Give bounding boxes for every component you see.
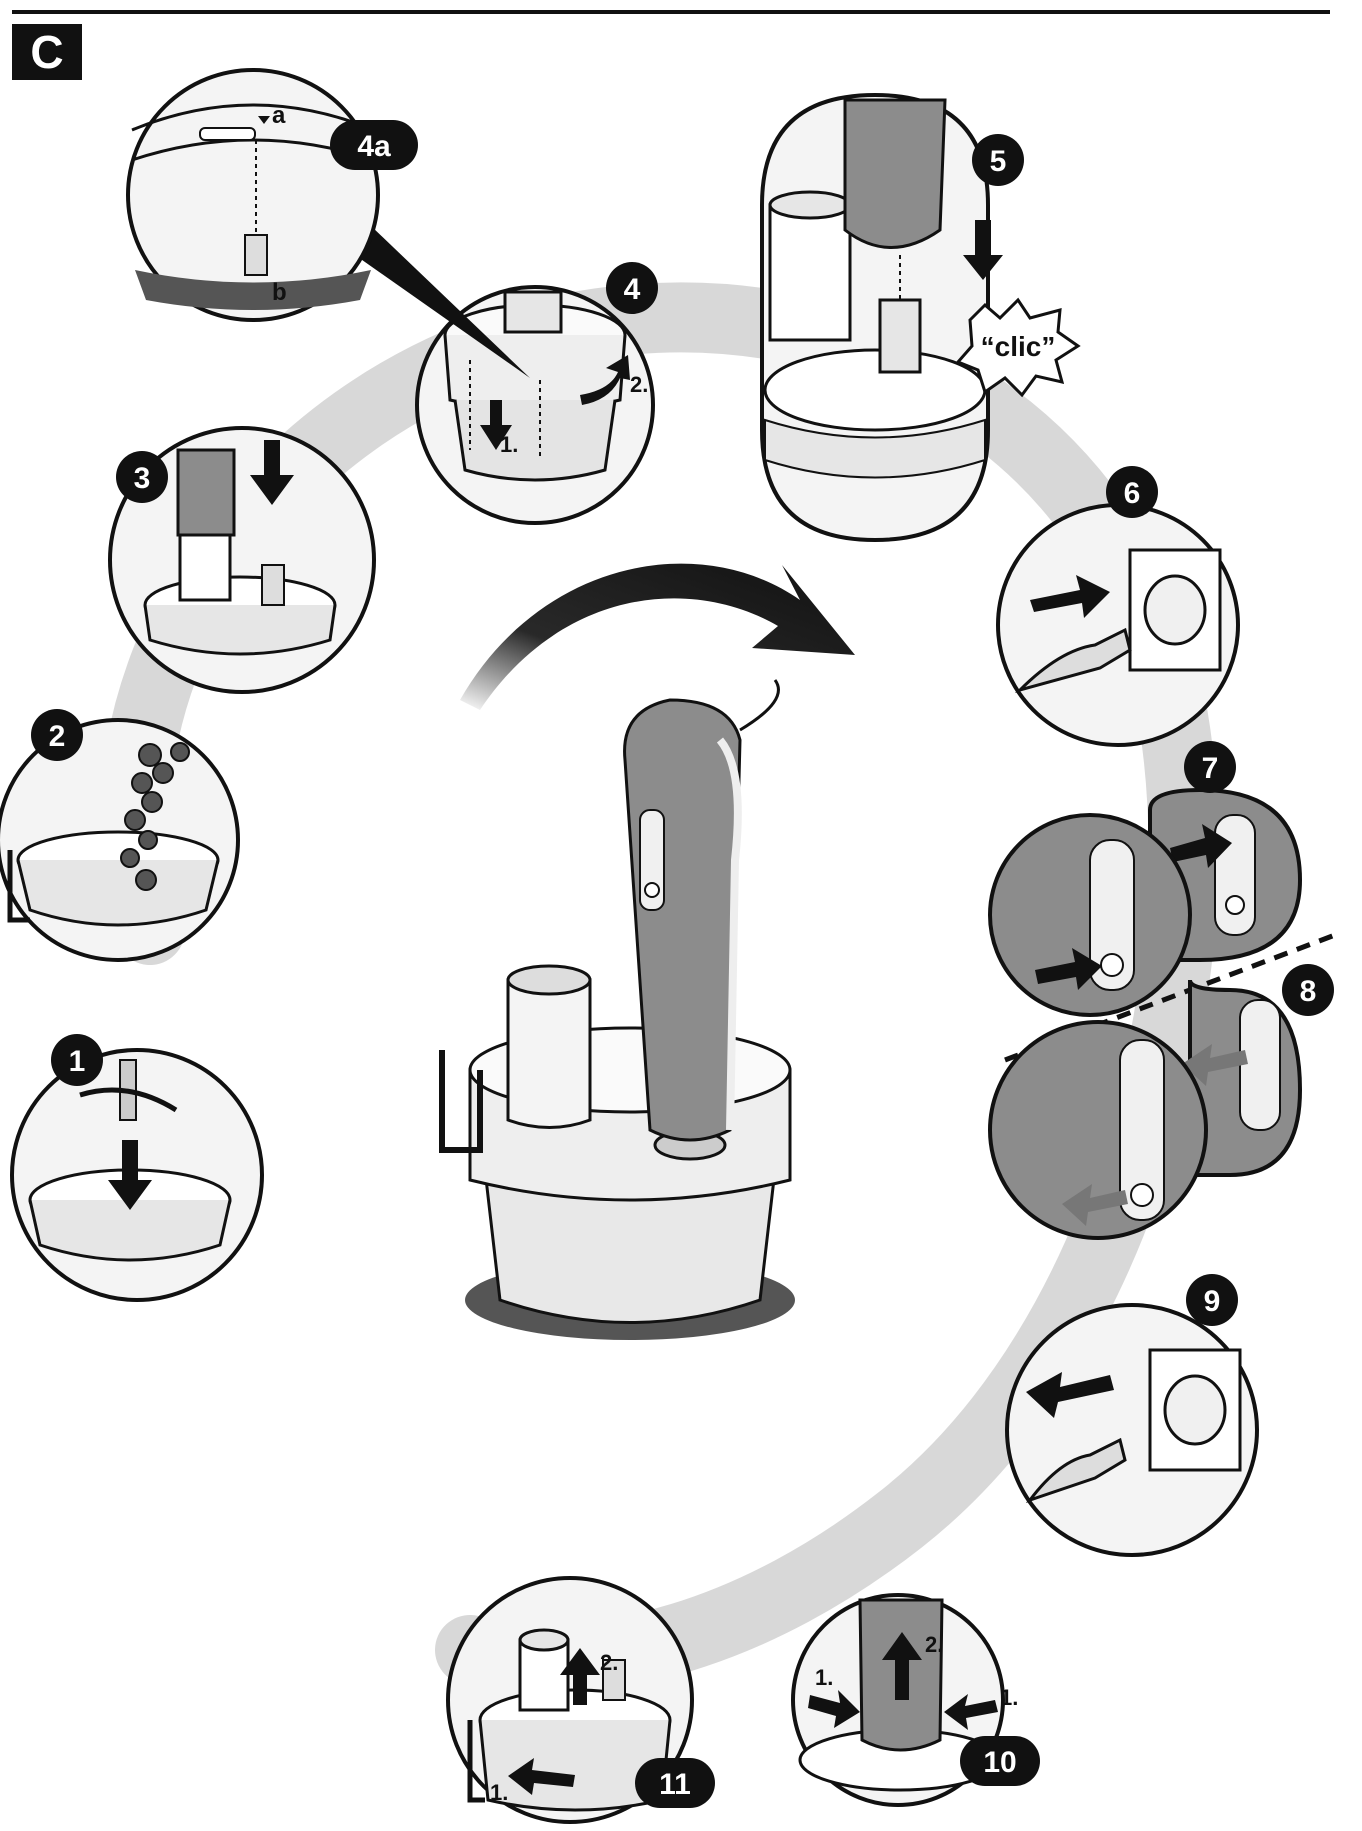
step-4-label-1: 1. xyxy=(500,432,518,457)
step-4-panel: 1. 2. xyxy=(415,285,655,525)
step-3-number: 3 xyxy=(134,462,151,495)
mark-b: b xyxy=(272,279,287,306)
section-badge: C xyxy=(12,24,82,80)
step-10-label-1-right: 1. xyxy=(1000,1685,1018,1710)
cycle-arrow-icon xyxy=(460,563,855,710)
press-arrow-icon xyxy=(808,1690,860,1728)
press-arrow-icon xyxy=(944,1694,998,1730)
rotate-arrow-icon xyxy=(580,355,630,405)
step-8-number: 8 xyxy=(1300,975,1317,1008)
step-10-number: 10 xyxy=(983,1746,1016,1779)
step-7-panel xyxy=(988,787,1303,1017)
press-arrow-icon xyxy=(1035,948,1102,990)
step-4-number: 4 xyxy=(624,273,641,306)
assembled-chopper-icon xyxy=(439,679,795,1340)
step-3-panel xyxy=(108,426,376,694)
step-8-panel xyxy=(988,979,1303,1240)
step-10-panel: 2. 1. 1. xyxy=(791,1593,1018,1807)
step-6-number: 6 xyxy=(1124,477,1141,510)
release-arrow-icon xyxy=(1062,1184,1128,1226)
step-5-number: 5 xyxy=(990,145,1007,178)
step-10-label-2: 2. xyxy=(925,1632,943,1657)
arrow-down-icon xyxy=(108,1140,152,1210)
arrow-right-icon xyxy=(1170,824,1232,868)
step-4a-panel: a b xyxy=(126,68,380,322)
step-1-panel xyxy=(10,1048,264,1302)
step-1-number: 1 xyxy=(69,1045,86,1078)
step-9-number: 9 xyxy=(1204,1285,1221,1318)
step-7-number: 7 xyxy=(1202,752,1219,785)
step-11-panel: 2. 1. xyxy=(446,1576,694,1824)
step-11-label-2: 2. xyxy=(600,1650,618,1675)
food-pieces-icon xyxy=(120,742,190,891)
step-11-number: 11 xyxy=(659,1768,691,1801)
click-burst-icon xyxy=(955,297,1081,398)
step-9-panel xyxy=(1005,1303,1259,1557)
arrow-up-icon xyxy=(560,1648,600,1705)
step-2-panel xyxy=(0,718,240,962)
arrow-right-icon xyxy=(1030,575,1110,618)
click-sound-label: “clic” xyxy=(981,331,1056,362)
zoom-callout xyxy=(355,225,530,378)
step-6-panel xyxy=(996,503,1240,747)
arrow-left-icon xyxy=(1026,1372,1114,1418)
arrow-left-icon xyxy=(1182,1044,1248,1086)
arrow-down-icon xyxy=(250,440,294,505)
step-2-number: 2 xyxy=(49,720,66,753)
arrow-down-icon xyxy=(480,400,512,450)
rotate-arrow-icon xyxy=(508,1758,575,1795)
step-5-panel: “clic” xyxy=(760,92,1081,543)
step-badges: 1 2 3 4 4a 5 6 7 8 9 10 11 xyxy=(31,120,1334,1808)
arrow-up-icon xyxy=(882,1632,922,1700)
step-11-label-1: 1. xyxy=(490,1780,508,1805)
mark-a: a xyxy=(272,102,286,129)
step-10-label-1-left: 1. xyxy=(815,1665,833,1690)
step-4a-number: 4a xyxy=(357,130,391,163)
step-4-label-2: 2. xyxy=(630,372,648,397)
arrow-down-icon xyxy=(963,220,1003,280)
header-rule xyxy=(12,10,1330,14)
